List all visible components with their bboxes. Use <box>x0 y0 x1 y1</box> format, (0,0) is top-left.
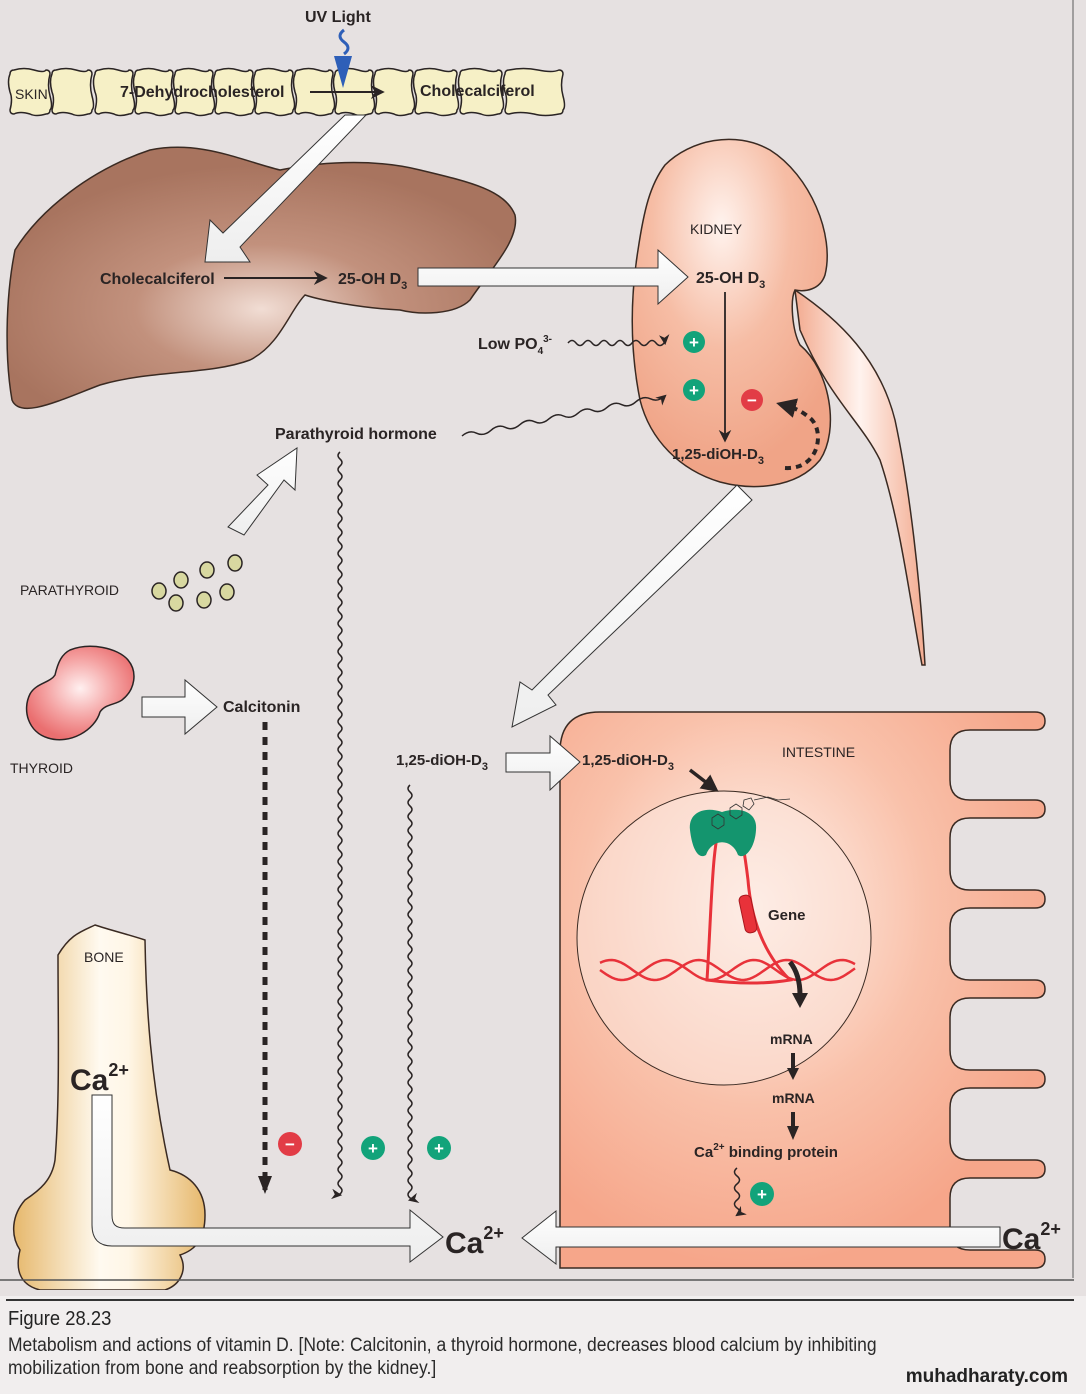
bone-minus-badge: − <box>278 1132 302 1156</box>
svg-text:−: − <box>747 391 757 410</box>
parathyroid-label: PARATHYROID <box>20 582 119 598</box>
skin-precursor-label: 7-Dehydrocholesterol <box>120 84 284 101</box>
liver-output-label: 25-OH D3 <box>338 271 407 292</box>
parathyroid-hormone-label: Parathyroid hormone <box>275 426 437 443</box>
kidney-feedback-arrow <box>776 398 820 471</box>
kidney-minus-badge: − <box>741 389 763 411</box>
vitd-to-bone-signal <box>407 784 420 1204</box>
figure-caption: Figure 28.23 Metabolism and actions of v… <box>0 1296 1086 1394</box>
blood-calcium-label: Ca2+ <box>445 1223 504 1260</box>
kidney-output-label: 1,25-diOH-D3 <box>672 446 764 467</box>
calcitonin-label: Calcitonin <box>223 699 300 716</box>
ureter <box>794 288 926 666</box>
skin-cell <box>412 67 460 117</box>
skin-product-label: Cholecalciferol <box>420 83 535 100</box>
intestine-vitd-label: 1,25-diOH-D3 <box>582 752 674 773</box>
kidney-to-intestine-arrow <box>511 484 753 728</box>
low-phosphate-signal <box>567 334 670 347</box>
mrna-cytoplasm-label: mRNA <box>772 1090 815 1106</box>
circulating-vitd-label: 1,25-diOH-D3 <box>396 752 488 773</box>
kidney-plus-badge-2: + <box>683 379 705 401</box>
figure-description: Metabolism and actions of vitamin D. [No… <box>8 1335 877 1379</box>
transcription-arrowhead-icon <box>792 993 808 1008</box>
skin-cell <box>92 67 136 117</box>
svg-text:+: + <box>689 381 699 400</box>
skin-layer: SKIN 7-Dehydrocholesterol Cholecalcifero… <box>7 9 566 117</box>
nucleus <box>576 790 872 1086</box>
parathyroid-glands <box>151 554 243 612</box>
uv-wave-icon <box>338 28 350 56</box>
dna-loop <box>705 812 794 985</box>
bone-label: BONE <box>84 949 124 965</box>
thyroid-gland <box>25 645 135 741</box>
pth-to-bone-signal <box>331 451 343 1200</box>
bone-plus-badge-pth: + <box>361 1136 385 1160</box>
intestine-label: INTESTINE <box>782 744 855 760</box>
skin-cell <box>7 67 53 117</box>
intestine-absorption-arrow <box>521 1209 1001 1266</box>
svg-text:+: + <box>689 333 699 352</box>
vitd-receptor <box>689 809 757 857</box>
svg-text:+: + <box>434 1139 444 1158</box>
svg-text:−: − <box>285 1135 295 1154</box>
translation-arrow-icon <box>787 1068 799 1080</box>
calcitonin-arrowhead-icon <box>258 1176 272 1194</box>
parathyroid-to-hormone-arrow <box>227 447 298 536</box>
kidney-label: KIDNEY <box>690 221 743 237</box>
uv-arrow-icon <box>334 56 352 88</box>
lumen-calcium-label: Ca2+ <box>1002 1219 1061 1256</box>
dna-helix <box>599 958 856 982</box>
gene-segment <box>738 894 758 934</box>
bone-plus-badge-vitd: + <box>427 1136 451 1160</box>
skin-label: SKIN <box>15 86 48 102</box>
thyroid-label: THYROID <box>10 760 73 776</box>
skin-cell <box>457 67 505 117</box>
transcription-arrow <box>787 960 803 996</box>
thyroid-to-calcitonin-arrow <box>141 678 218 736</box>
synthesis-arrow-icon <box>787 1126 799 1140</box>
skin-to-liver-arrow <box>204 114 368 263</box>
skin-cell <box>252 67 296 117</box>
caption-rule <box>6 1299 1074 1301</box>
mrna-nuclear-label: mRNA <box>770 1031 813 1047</box>
skin-cell <box>502 67 566 117</box>
binding-protein-label: Ca2+ binding protein <box>694 1142 838 1161</box>
svg-text:+: + <box>757 1185 767 1204</box>
vitd-entry-arrow <box>688 768 719 793</box>
svg-text:+: + <box>368 1139 378 1158</box>
skin-cell <box>49 67 95 117</box>
binding-protein-signal <box>733 1167 747 1217</box>
watermark: muhadharaty.com <box>905 1366 1068 1387</box>
bone-release-arrow <box>91 1094 444 1264</box>
uv-light-label: UV Light <box>305 9 371 26</box>
blood-to-intestine-arrow <box>505 734 581 792</box>
skin-cell <box>212 67 256 117</box>
gene-label: Gene <box>768 907 806 924</box>
bone-calcium-label: Ca2+ <box>70 1060 129 1097</box>
low-phosphate-label: Low PO43- <box>478 334 552 357</box>
skin-cell <box>132 67 176 117</box>
pth-to-kidney-signal <box>461 394 667 437</box>
skin-cell <box>172 67 216 117</box>
vitamin-d-diagram: SKIN 7-Dehydrocholesterol Cholecalcifero… <box>0 0 1074 1290</box>
liver-input-label: Cholecalciferol <box>100 271 215 288</box>
kidney-input-label: 25-OH D3 <box>696 270 765 291</box>
figure-title: Figure 28.23 <box>8 1308 112 1330</box>
kidney-plus-badge-1: + <box>683 331 705 353</box>
intestine-plus-badge: + <box>750 1182 774 1206</box>
vitd-molecule-icon <box>711 796 791 830</box>
liver-to-kidney-arrow <box>417 248 689 306</box>
